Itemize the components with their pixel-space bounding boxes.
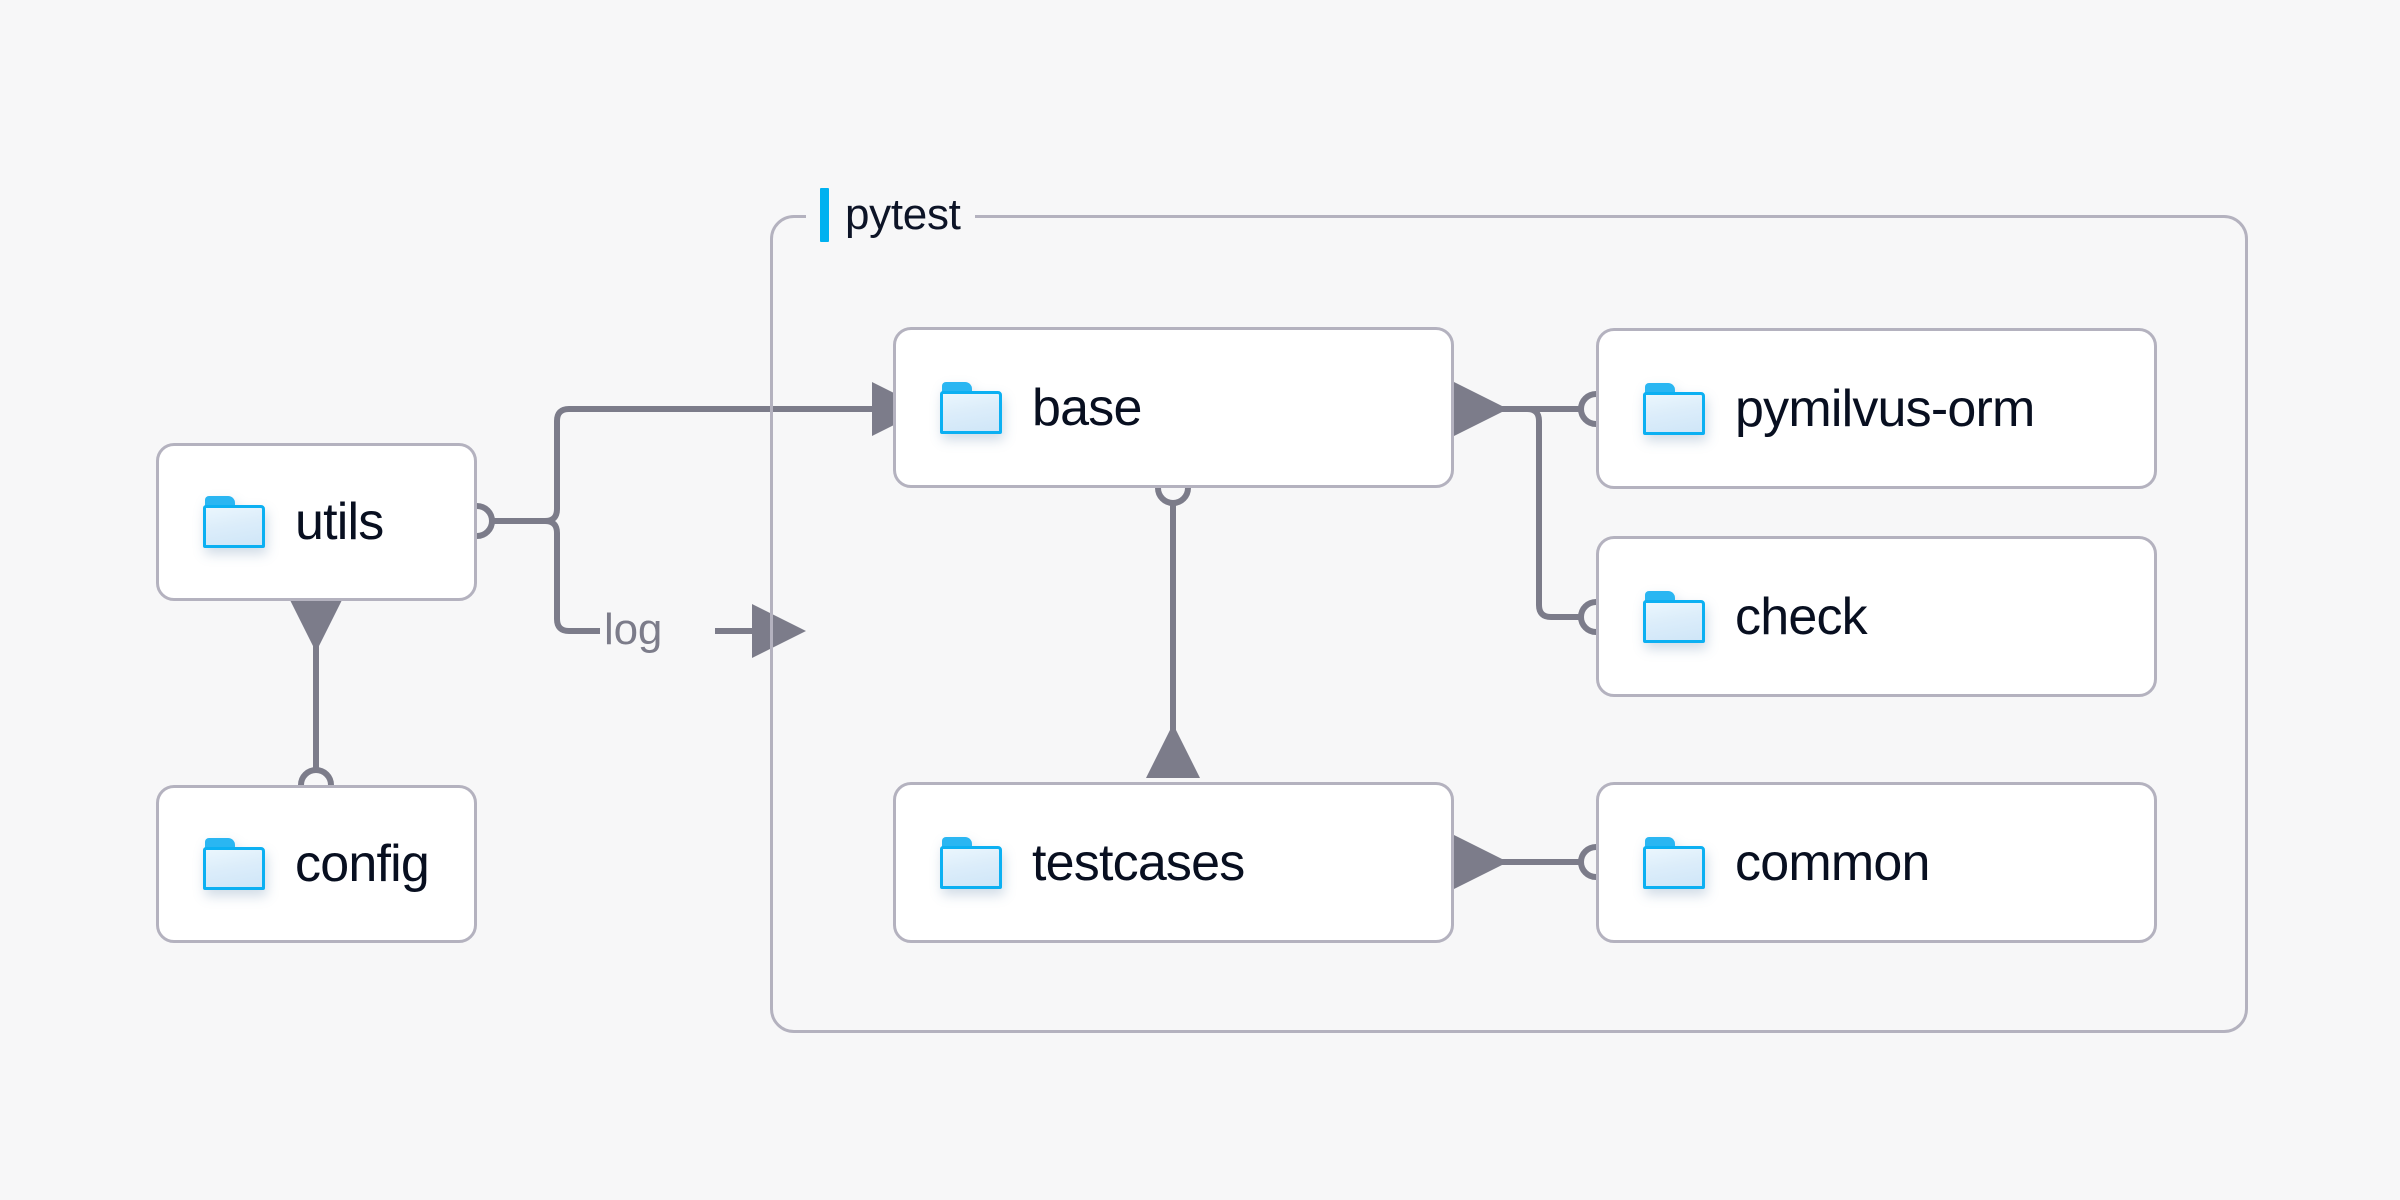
node-config[interactable]: config bbox=[156, 785, 477, 943]
folder-icon bbox=[203, 496, 265, 548]
node-testcases[interactable]: testcases bbox=[893, 782, 1454, 943]
accent-bar-icon bbox=[820, 188, 829, 242]
node-pymilvus-orm-label: pymilvus-orm bbox=[1735, 379, 2035, 438]
group-pytest-label-text: pytest bbox=[845, 190, 961, 239]
node-check[interactable]: check bbox=[1596, 536, 2157, 697]
node-config-label: config bbox=[295, 835, 430, 893]
group-pytest-label: pytest bbox=[806, 188, 975, 242]
folder-icon bbox=[940, 836, 1002, 889]
folder-icon bbox=[203, 838, 265, 890]
node-base-label: base bbox=[1032, 378, 1142, 437]
folder-icon bbox=[1643, 382, 1705, 435]
node-base[interactable]: base bbox=[893, 327, 1454, 488]
group-pytest[interactable] bbox=[770, 215, 2248, 1033]
node-check-label: check bbox=[1735, 587, 1868, 646]
folder-icon bbox=[940, 381, 1002, 434]
node-utils-label: utils bbox=[295, 493, 384, 551]
edge-utils-log bbox=[492, 518, 600, 634]
folder-icon bbox=[1643, 590, 1705, 643]
node-pymilvus-orm[interactable]: pymilvus-orm bbox=[1596, 328, 2157, 489]
node-utils[interactable]: utils bbox=[156, 443, 477, 601]
node-common-label: common bbox=[1735, 833, 1930, 892]
folder-icon bbox=[1643, 836, 1705, 889]
edge-label-log: log bbox=[604, 605, 663, 654]
node-testcases-label: testcases bbox=[1032, 833, 1245, 892]
node-common[interactable]: common bbox=[1596, 782, 2157, 943]
